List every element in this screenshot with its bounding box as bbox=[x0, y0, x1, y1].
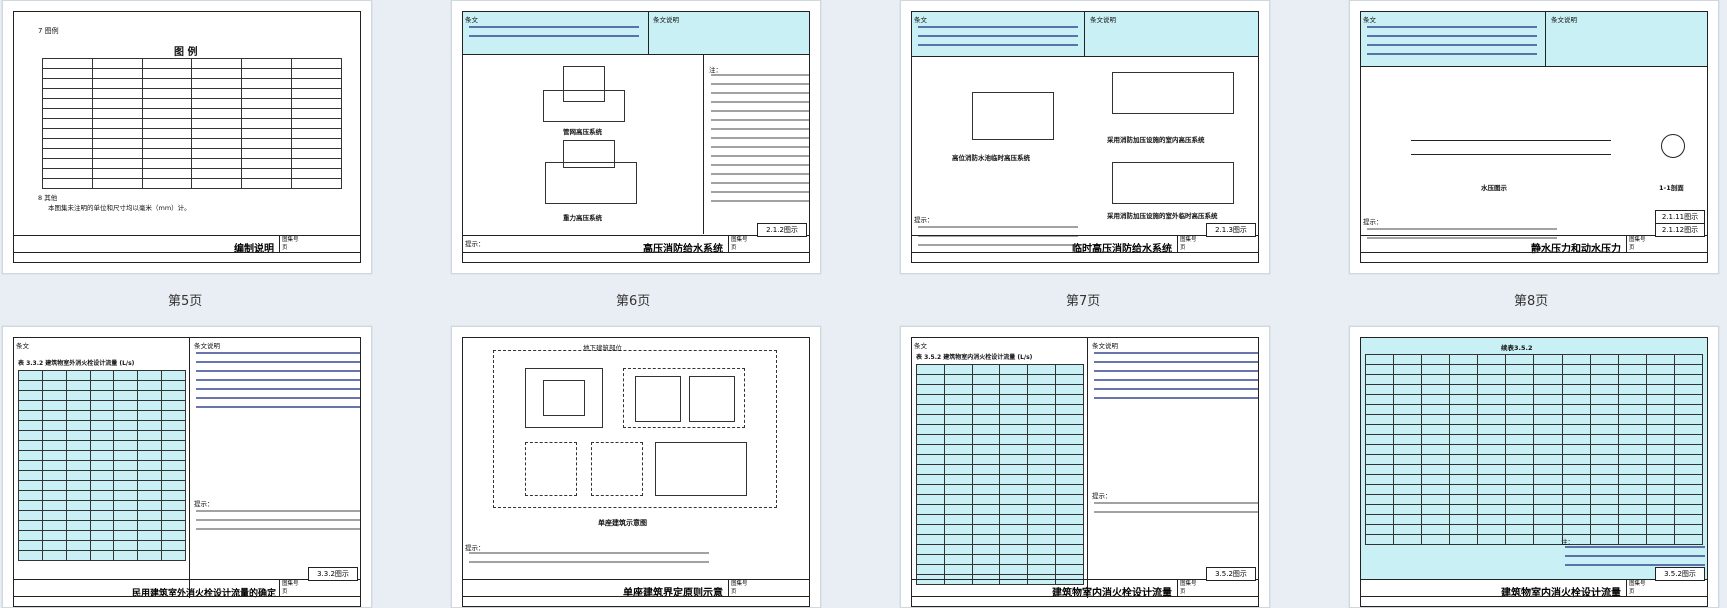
figure-number: 3.5.2图示 bbox=[1655, 567, 1705, 581]
building-4 bbox=[635, 376, 681, 422]
clause-explain-label: 条文说明 bbox=[1092, 342, 1118, 350]
section-circle bbox=[1661, 134, 1685, 158]
flow-table bbox=[18, 370, 186, 561]
page-card-8[interactable]: 条文 条文说明 水压图示 1-1剖面 提示： 2.1.11图示 2.1.12图示… bbox=[1349, 0, 1719, 274]
pipe-line-bottom bbox=[1411, 154, 1611, 155]
clause-header: 条文 条文说明 bbox=[1361, 12, 1707, 67]
building-5 bbox=[689, 376, 735, 422]
diagram-tank bbox=[972, 92, 1054, 140]
page-card-10[interactable]: 地下建筑部位 单座建筑示意图 提示： 单座建筑界定原则示意 图集号页 bbox=[451, 326, 821, 608]
legend-section-label: 7 图例 bbox=[38, 27, 59, 35]
page-label-6: 第6页 bbox=[616, 294, 651, 309]
page-card-7[interactable]: 条文 条文说明 高位消防水池临时高压系统 采用消防加压设施的室内高压系统 采用消… bbox=[900, 0, 1270, 274]
page-title: 高压消防给水系统 bbox=[643, 244, 723, 255]
title-block: 2.1.11图示 2.1.12图示 静水压力和动水压力 图集号页 bbox=[1361, 210, 1707, 262]
hint-label: 提示： bbox=[1092, 492, 1112, 500]
clause-label: 条文 bbox=[465, 16, 478, 24]
figure-number: 2.1.11图示 bbox=[1655, 210, 1705, 224]
page-title: 单座建筑界定原则示意 bbox=[623, 588, 723, 599]
diagram-caption-2: 采用消防加压设施的室内高压系统 bbox=[1107, 136, 1205, 144]
clause-label: 条文 bbox=[16, 342, 29, 350]
title-block: 单座建筑界定原则示意 图集号页 bbox=[463, 579, 809, 606]
hint-label: 提示： bbox=[465, 240, 485, 248]
notes-label: 注： bbox=[1561, 538, 1574, 546]
title-block: 编制说明 图集号页 bbox=[14, 235, 360, 262]
page-label-5: 第5页 bbox=[168, 294, 203, 309]
clause-explain-label: 条文说明 bbox=[1090, 16, 1116, 24]
page-title: 建筑物室内消火栓设计流量 bbox=[1052, 588, 1172, 599]
page-card-9[interactable]: 条文 条文说明 表 3.3.2 建筑物室外消火栓设计流量 (L/s) bbox=[2, 326, 372, 608]
site-boundary bbox=[493, 350, 777, 508]
page-card-6[interactable]: 条文 条文说明 管网高压系统 重力高压系统 注： 提示： 2.1.2图示 高压消… bbox=[451, 0, 821, 274]
page-card-12[interactable]: 续表3.5.2 注： 3.5.2图示 建筑物室内消火栓设计流量 bbox=[1349, 326, 1719, 608]
page-title: 编制说明 bbox=[234, 244, 274, 255]
hint-label: 提示： bbox=[194, 500, 214, 508]
diagram-caption-2: 1-1剖面 bbox=[1659, 184, 1684, 192]
page-title: 静水压力和动水压力 bbox=[1531, 244, 1621, 255]
flow-table-continued bbox=[1364, 354, 1704, 545]
underground-label: 地下建筑部位 bbox=[583, 344, 622, 352]
diagram-caption-3: 采用消防加压设施的室外临时高压系统 bbox=[1107, 212, 1218, 220]
hint-label: 提示： bbox=[465, 544, 485, 552]
figure-number: 2.1.2图示 bbox=[757, 223, 807, 237]
diagram-box-2 bbox=[543, 90, 625, 122]
clause-explain-label: 条文说明 bbox=[653, 16, 679, 24]
building-1 bbox=[525, 368, 603, 428]
hint-label: 提示： bbox=[914, 216, 934, 224]
table-title: 续表3.5.2 bbox=[1501, 344, 1533, 352]
title-block: 2.1.2图示 高压消防给水系统 图集号页 bbox=[463, 223, 809, 262]
diagram-box-3 bbox=[563, 140, 615, 168]
flow-table bbox=[916, 364, 1084, 585]
figure-number: 2.1.3图示 bbox=[1206, 223, 1256, 237]
clause-header: 条文 条文说明 bbox=[463, 12, 809, 55]
clause-label: 条文 bbox=[1363, 16, 1376, 24]
table-title: 表 3.5.2 建筑物室内消火栓设计流量 (L/s) bbox=[916, 354, 1033, 361]
building-7 bbox=[591, 442, 643, 496]
clause-label: 条文 bbox=[914, 342, 927, 350]
figure-number-2: 2.1.12图示 bbox=[1655, 223, 1705, 237]
pipe-line-top bbox=[1411, 140, 1611, 141]
clause-explain-label: 条文说明 bbox=[194, 342, 220, 350]
page-title: 民用建筑室外消火栓设计流量的确定 bbox=[131, 589, 276, 599]
diagram-caption-1: 高位消防水池临时高压系统 bbox=[952, 154, 1030, 162]
table-title: 表 3.3.2 建筑物室外消火栓设计流量 (L/s) bbox=[18, 360, 135, 367]
diagram-box-1 bbox=[563, 66, 605, 102]
page-label-7: 第7页 bbox=[1066, 294, 1101, 309]
clause-label: 条文 bbox=[914, 16, 927, 24]
notes-label: 注： bbox=[709, 66, 722, 74]
diagram-caption: 单座建筑示意图 bbox=[598, 519, 647, 527]
figure-number: 3.3.2图示 bbox=[308, 567, 358, 581]
page-card-11[interactable]: 条文 条文说明 表 3.5.2 建筑物室内消火栓设计流量 (L/s) bbox=[900, 326, 1270, 608]
title-block: 3.5.2图示 建筑物室内消火栓设计流量 图集号页 bbox=[912, 567, 1258, 606]
diagram-caption-2: 重力高压系统 bbox=[563, 214, 602, 222]
building-2 bbox=[543, 380, 585, 416]
diagram-caption-1: 管网高压系统 bbox=[563, 128, 602, 136]
other-section-label: 8 其他 bbox=[38, 194, 58, 202]
figure-number: 3.5.2图示 bbox=[1206, 567, 1256, 581]
building-3 bbox=[623, 368, 745, 428]
title-block: 2.1.3图示 临时高压消防给水系统 图集号页 bbox=[912, 223, 1258, 262]
diagram-building-2 bbox=[1112, 162, 1234, 204]
building-8 bbox=[655, 442, 747, 496]
clause-header: 条文 条文说明 bbox=[912, 12, 1258, 57]
legend-title: 图 例 bbox=[174, 47, 198, 58]
clause-explain-label: 条文说明 bbox=[1551, 16, 1577, 24]
title-block: 3.5.2图示 建筑物室内消火栓设计流量 图集号页 bbox=[1361, 567, 1707, 606]
building-6 bbox=[525, 442, 577, 496]
diagram-building-1 bbox=[1112, 72, 1234, 114]
legend-table bbox=[42, 58, 342, 189]
title-block: 3.3.2图示 民用建筑室外消火栓设计流量的确定 图集号页 bbox=[14, 567, 360, 606]
other-note: 本图集未注明的单位和尺寸均以毫米（mm）计。 bbox=[48, 204, 191, 212]
diagram-box-4 bbox=[545, 162, 637, 204]
page-card-5[interactable]: 7 图例 图 例 8 其他 本图集未注明的单位和尺寸均以毫米（mm）计。 编制说… bbox=[2, 0, 372, 274]
page-label-8: 第8页 bbox=[1514, 294, 1549, 309]
page-title: 建筑物室内消火栓设计流量 bbox=[1501, 588, 1621, 599]
diagram-caption-1: 水压图示 bbox=[1481, 184, 1507, 192]
page-title: 临时高压消防给水系统 bbox=[1072, 244, 1172, 255]
hint-label: 提示： bbox=[1363, 218, 1383, 226]
